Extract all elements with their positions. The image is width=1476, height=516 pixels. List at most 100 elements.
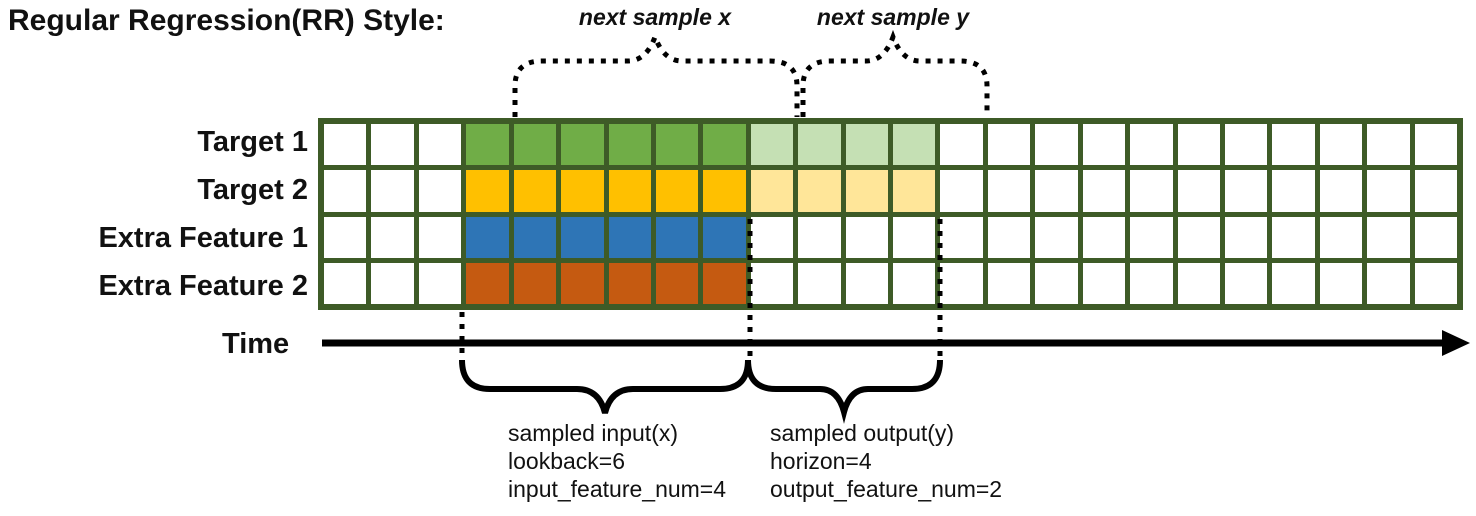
- grid-cell: [1130, 216, 1173, 258]
- grid-cell: [561, 170, 604, 212]
- grid-cell: [1367, 170, 1410, 212]
- grid-cell: [371, 216, 414, 258]
- grid-cell: [1367, 262, 1410, 304]
- time-axis-arrowhead-icon: [1442, 330, 1470, 356]
- grid-cell: [1177, 262, 1220, 304]
- grid-cell: [845, 262, 888, 304]
- grid-cell: [1082, 262, 1126, 304]
- grid-cell: [1130, 170, 1173, 212]
- grid-cell: [1319, 216, 1363, 258]
- grid-cell: [608, 170, 651, 212]
- grid-cell: [608, 216, 651, 258]
- grid-cell: [1224, 124, 1268, 166]
- lookback-value: lookback=6: [508, 448, 625, 474]
- grid-cell: [513, 216, 557, 258]
- grid-cell: [418, 262, 462, 304]
- grid-cell: [1035, 262, 1078, 304]
- grid-cell: [655, 124, 699, 166]
- grid-cell: [1272, 216, 1315, 258]
- grid-cell: [1319, 170, 1363, 212]
- grid-cell: [987, 170, 1031, 212]
- next-sample-y-label: next sample y: [816, 4, 970, 30]
- time-axis-label: Time: [222, 328, 290, 360]
- grid-cell: [703, 262, 746, 304]
- output-feature-num-value: output_feature_num=2: [770, 476, 1003, 502]
- horizon-value: horizon=4: [770, 448, 872, 474]
- grid-cell: [1177, 216, 1220, 258]
- grid-cell: [1224, 262, 1268, 304]
- grid-cell: [1130, 262, 1173, 304]
- grid-cell: [513, 262, 557, 304]
- sampled-input-caption: sampled input(x) lookback=6 input_featur…: [508, 419, 726, 503]
- grid-cell: [561, 262, 604, 304]
- grid-cell: [893, 216, 936, 258]
- grid-cell: [1367, 124, 1410, 166]
- grid-cell: [798, 262, 841, 304]
- grid-cell: [987, 124, 1031, 166]
- grid-cell: [703, 170, 746, 212]
- row-label-extra-feature-1: Extra Feature 1: [98, 222, 308, 254]
- grid-cell: [940, 262, 983, 304]
- grid-cell: [513, 124, 557, 166]
- grid-cell: [608, 262, 651, 304]
- grid-cell: [845, 216, 888, 258]
- row-label-extra-feature-2: Extra Feature 2: [98, 270, 308, 302]
- grid-cell: [1035, 124, 1078, 166]
- time-series-grid: [318, 118, 1463, 310]
- grid-cell: [1367, 216, 1410, 258]
- grid-cell: [371, 170, 414, 212]
- grid-cell: [1272, 262, 1315, 304]
- grid-cell: [466, 216, 509, 258]
- grid-cell: [798, 124, 841, 166]
- grid-cell: [893, 124, 936, 166]
- grid-cell: [798, 216, 841, 258]
- grid-cell: [940, 124, 983, 166]
- grid-cell: [1414, 216, 1457, 258]
- grid-cell: [1035, 216, 1078, 258]
- grid-cell: [1319, 262, 1363, 304]
- grid-cell: [1319, 124, 1363, 166]
- next-sample-y-brace: [800, 29, 990, 117]
- grid-cell: [466, 124, 509, 166]
- next-sample-x-label: next sample x: [578, 4, 732, 30]
- grid-cell: [1414, 170, 1457, 212]
- grid-cell: [466, 170, 509, 212]
- grid-cell: [940, 216, 983, 258]
- input-feature-num-value: input_feature_num=4: [508, 476, 727, 502]
- grid-cell: [324, 262, 367, 304]
- grid-cell: [1177, 124, 1220, 166]
- grid-cell: [418, 170, 462, 212]
- grid-cell: [1224, 170, 1268, 212]
- sampled-output-caption: sampled output(y) horizon=4 output_featu…: [770, 419, 1002, 503]
- grid-cell: [893, 170, 936, 212]
- grid-cell: [371, 124, 414, 166]
- grid-cell: [893, 262, 936, 304]
- grid-cell: [418, 124, 462, 166]
- grid-cell: [703, 216, 746, 258]
- grid-cell: [324, 170, 367, 212]
- sampled-output-title: sampled output(y): [770, 420, 955, 446]
- grid-cell: [513, 170, 557, 212]
- grid-cell: [940, 170, 983, 212]
- grid-cell: [655, 170, 699, 212]
- grid-cell: [324, 216, 367, 258]
- grid-cell: [1414, 124, 1457, 166]
- grid-cell: [750, 262, 794, 304]
- grid-cell: [561, 216, 604, 258]
- grid-cell: [1130, 124, 1173, 166]
- grid-cell: [608, 124, 651, 166]
- row-label-target-2: Target 2: [197, 174, 308, 206]
- grid-cell: [1082, 216, 1126, 258]
- sampled-output-brace: [745, 359, 943, 424]
- row-label-target-1: Target 1: [197, 126, 308, 158]
- grid-cell: [987, 216, 1031, 258]
- grid-cell: [750, 216, 794, 258]
- grid-cell: [798, 170, 841, 212]
- grid-cell: [655, 216, 699, 258]
- grid-cell: [324, 124, 367, 166]
- grid-cell: [1035, 170, 1078, 212]
- grid-cell: [750, 170, 794, 212]
- sampled-input-title: sampled input(x): [508, 420, 679, 446]
- grid-cell: [466, 262, 509, 304]
